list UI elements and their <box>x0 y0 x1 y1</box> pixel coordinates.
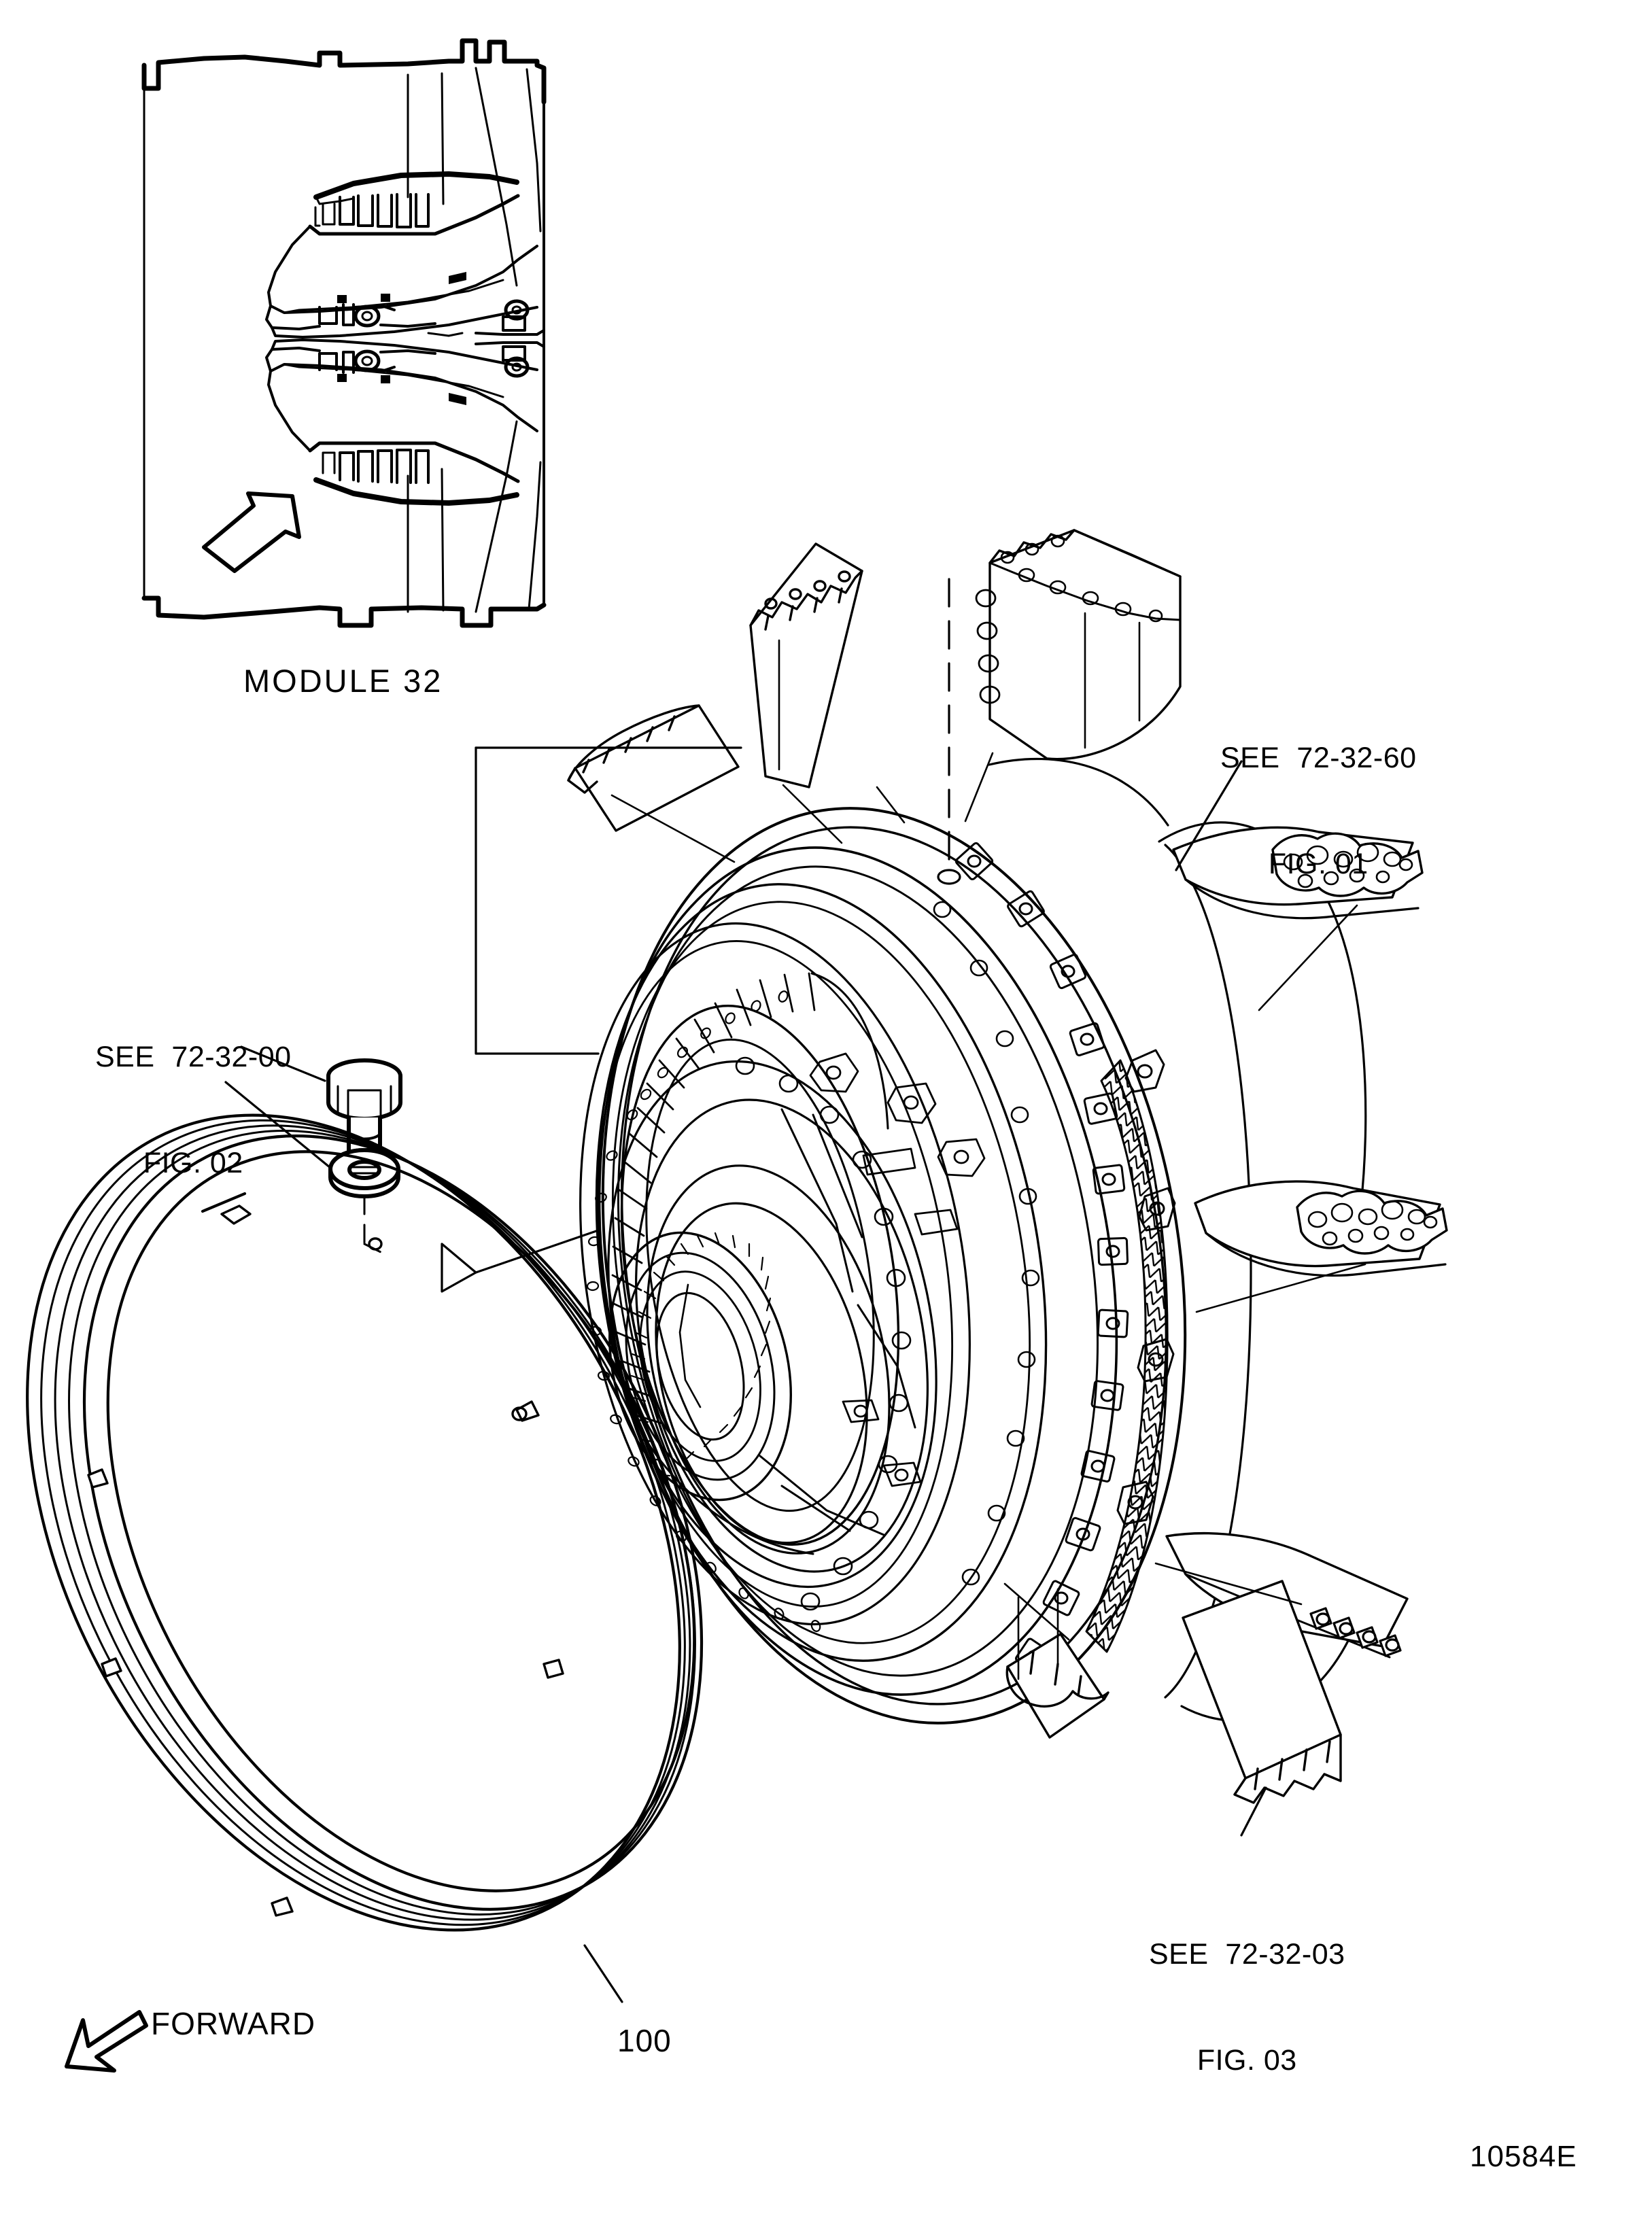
vane-teeth <box>611 972 816 1425</box>
hub-struts <box>759 1108 916 1536</box>
callout-72-32-03-line2: FIG. 03 <box>1197 2044 1297 2077</box>
flange-hole <box>1000 534 1163 623</box>
callout-72-32-00: SEE 72-32-00 FIG. 02 <box>95 969 292 1251</box>
item-number-100: 100 <box>617 2023 672 2058</box>
callout-72-32-60-line2: FIG. 01 <box>1268 848 1369 880</box>
vane-segment-mid-right <box>1194 1180 1448 1277</box>
internal-hardware <box>809 1052 986 1487</box>
assembly-centerline <box>363 746 742 1293</box>
forward-label: FORWARD <box>151 2006 316 2041</box>
leader-lines <box>224 752 1366 2003</box>
case-ring-rivets <box>595 883 1048 1662</box>
retention-clip <box>1116 1049 1176 1525</box>
vane-segment-upper-right <box>1172 826 1424 920</box>
segment-tab <box>1309 1607 1402 1657</box>
disc-bolt-circle <box>735 1056 912 1611</box>
callout-72-32-03: SEE 72-32-03 FIG. 03 <box>1149 1866 1345 2149</box>
blade-segment-bottom-right <box>1182 1580 1342 1804</box>
callout-72-32-03-line1: SEE 72-32-03 <box>1149 1938 1345 1971</box>
edge-bead <box>975 589 1001 704</box>
drawing-id: 10584E <box>1470 2140 1577 2173</box>
callout-72-32-60-line1: SEE 72-32-60 <box>1220 742 1417 774</box>
rivet-row <box>933 901 1040 1586</box>
callout-72-32-60: SEE 72-32-60 FIG. 01 <box>1220 670 1417 952</box>
shroud-segment-plain <box>567 704 740 832</box>
bore-seal-hub <box>608 1231 792 1502</box>
locating-dash-line <box>937 578 961 885</box>
callout-72-32-00-line2: FIG. 02 <box>143 1147 243 1179</box>
perforated-ring <box>579 922 971 1632</box>
vane-segment-lower-right <box>1165 1532 1409 1659</box>
inner-disc-rings <box>607 1056 937 1611</box>
module-arrow-icon <box>202 491 301 573</box>
nozzle-segment-tall <box>975 529 1182 761</box>
spline-teeth <box>630 1232 772 1477</box>
ring-lug <box>87 1205 564 1917</box>
flat-washer <box>328 1148 400 1198</box>
module-inset-label: MODULE 32 <box>243 663 443 699</box>
nozzle-segment-middle <box>749 542 863 789</box>
shroud-ring-100 <box>26 1113 704 1932</box>
callout-72-32-00-line1: SEE 72-32-00 <box>95 1041 292 1073</box>
blade-segment-bottom-left <box>1005 1588 1109 1739</box>
